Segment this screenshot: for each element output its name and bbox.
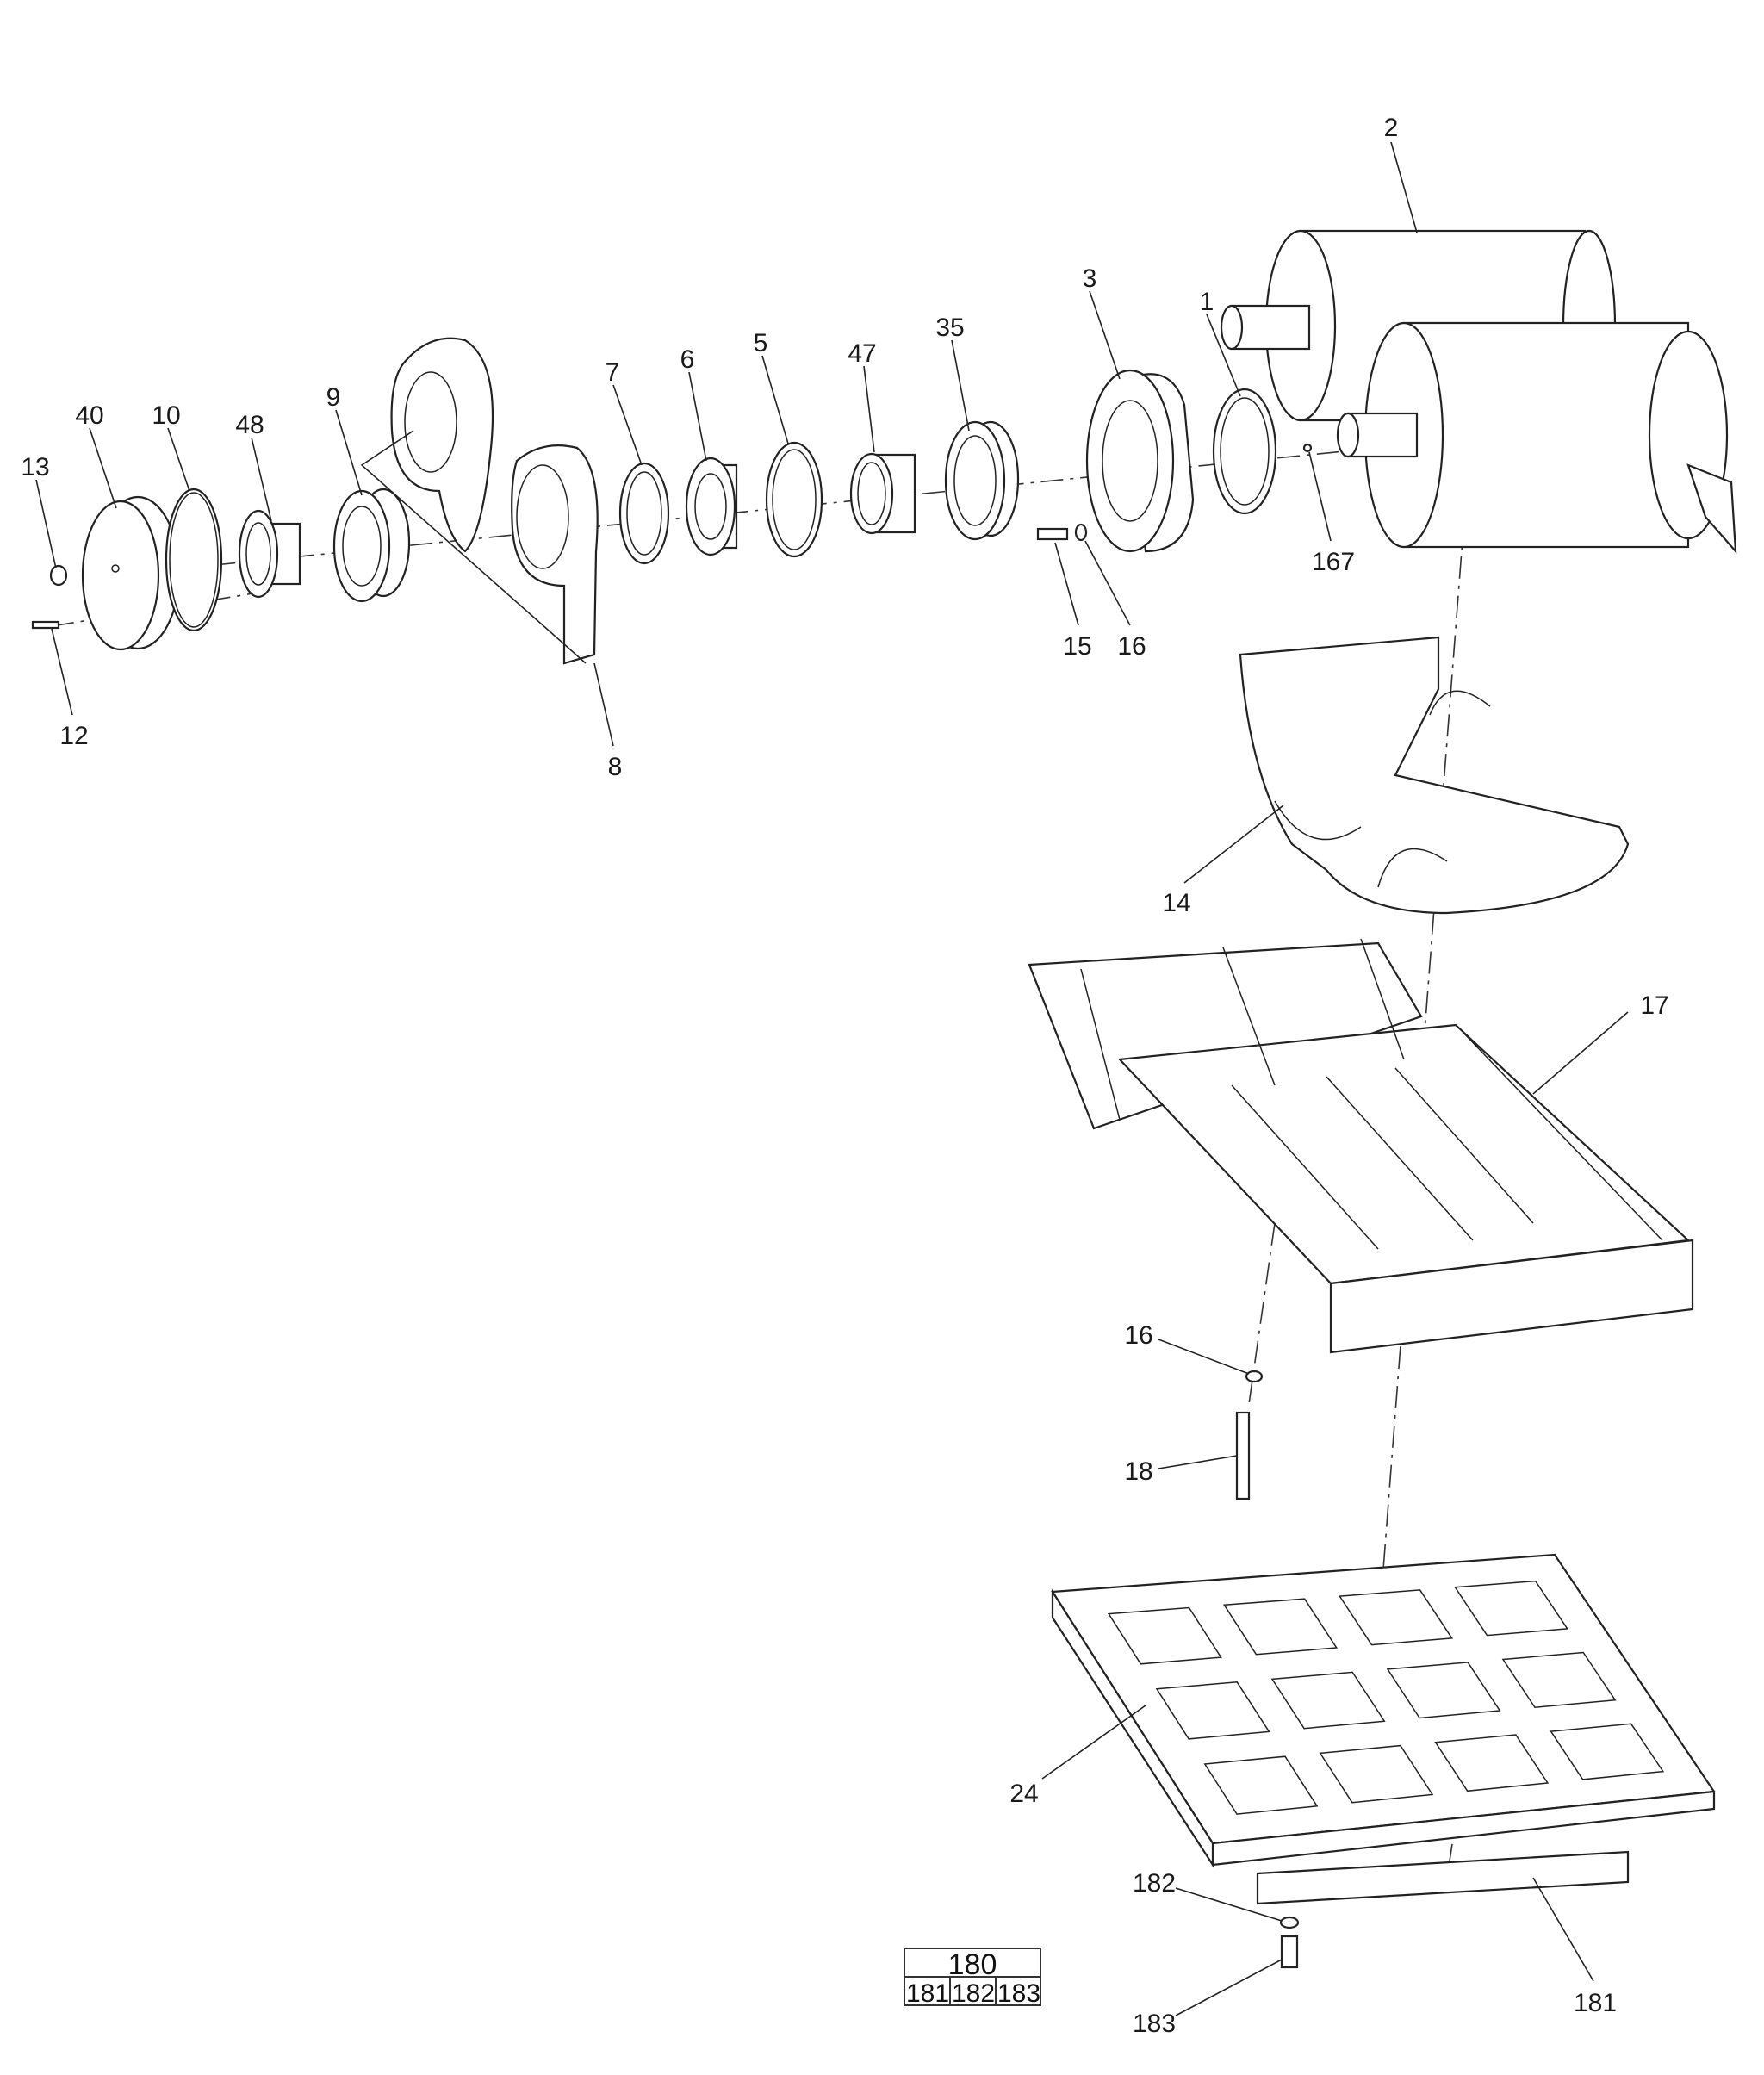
callout-48: 48 [235,411,264,439]
callout-3: 3 [1083,264,1097,293]
part-16-washer [1074,523,1088,542]
grate-pocket [1270,1671,1386,1730]
grate-pocket [1501,1651,1617,1708]
part-1-ring [1212,388,1277,515]
part-18-bolt [1235,1411,1251,1500]
leader-lines [35,141,1629,2016]
grate-pocket [1339,1589,1454,1646]
callout-15: 15 [1063,632,1091,661]
part-5-ring [765,441,823,558]
callout-5: 5 [754,329,768,357]
part-167-pin [1302,443,1313,453]
callout-2: 2 [1384,114,1399,142]
kit-table-cell: 181 [906,1979,949,2008]
part-181-bar [1256,1850,1630,1905]
grate-pocket [1386,1662,1501,1719]
part-35-roller-bearing [944,420,1020,541]
callout-18: 18 [1124,1457,1152,1486]
part-8-bearing-housing [360,337,599,665]
callout-7: 7 [606,358,620,387]
callout-16: 16 [1117,632,1146,661]
callout-47: 47 [848,339,876,368]
callout-14: 14 [1162,889,1190,917]
grate-pocket [1107,1606,1222,1665]
kit-table: 180 181 182 183 [904,1948,1041,2008]
callout-183: 183 [1133,2010,1176,2038]
part-6-sleeve [685,457,738,556]
grate-pocket [1222,1598,1339,1656]
part-12-screw [31,620,60,630]
callout-24: 24 [1009,1780,1038,1808]
callout-181: 181 [1574,1989,1617,2017]
part-2-drive-motors [1220,229,1737,555]
callout-182: 182 [1133,1869,1176,1898]
grate-pocket [1203,1755,1319,1815]
callout-9: 9 [326,383,341,412]
part-15-screw [1036,527,1069,541]
part-3-flange [1085,369,1195,553]
callout-labels: 2 3 1 35 47 5 6 7 9 48 10 40 13 12 8 167… [21,114,1668,2038]
grate-pocket [1550,1723,1665,1780]
callout-16-lower: 16 [1124,1321,1152,1350]
callout-6: 6 [680,345,695,374]
callout-35: 35 [935,314,964,342]
callout-13: 13 [21,453,49,481]
part-183-screw [1280,1935,1299,1969]
callout-40: 40 [75,401,103,430]
part-7-seal [618,462,670,565]
kit-table-cell: 182 [952,1979,995,2008]
part-24-grate-plate [1051,1553,1716,1868]
part-182-washer [1279,1916,1300,1929]
part-10-o-ring [165,488,223,632]
kit-table-header: 180 [948,1948,997,1981]
part-40-end-cover [81,495,181,651]
part-47-spacer [849,452,916,535]
callout-167: 167 [1312,548,1355,576]
part-48-locknut [238,509,301,599]
part-13-plug [49,564,68,587]
part-9-bearing [332,488,411,603]
callout-8: 8 [608,753,623,781]
kit-table-cell: 183 [997,1979,1040,2008]
callout-1: 1 [1200,288,1214,316]
callout-10: 10 [152,401,180,430]
part-16-washer-lower [1245,1370,1264,1383]
grate-pocket [1319,1744,1434,1804]
grate-pocket [1434,1734,1550,1792]
part-14-liner [1239,636,1630,915]
grate-pocket [1454,1580,1569,1637]
callout-12: 12 [59,722,88,750]
callout-17: 17 [1640,991,1668,1020]
grate-pocket [1155,1681,1270,1740]
part-17-frame [1028,938,1694,1354]
